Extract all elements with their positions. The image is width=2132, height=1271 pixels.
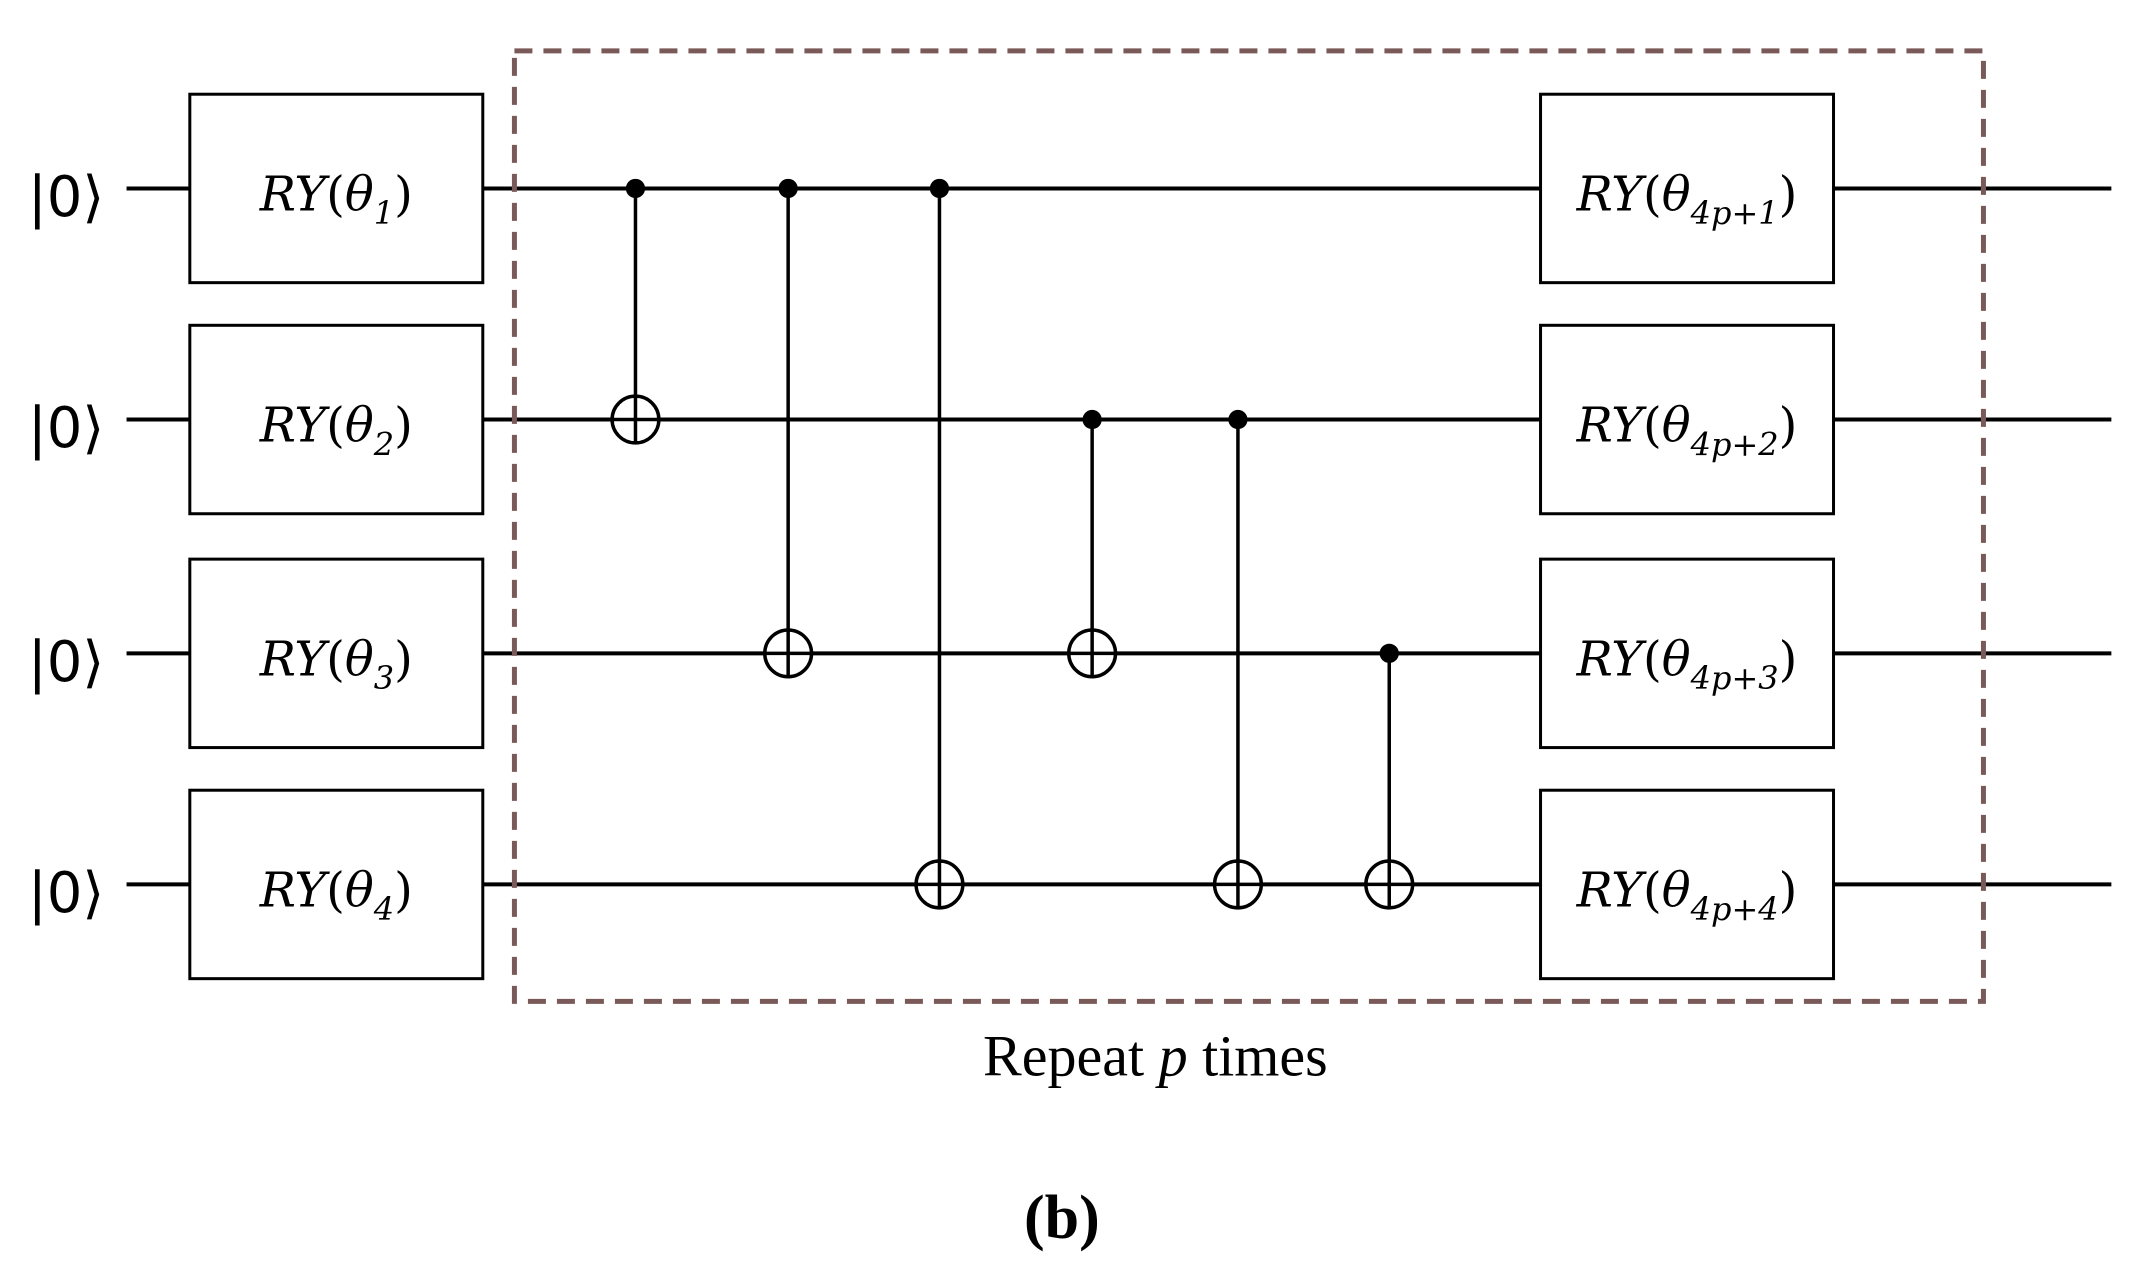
ry-gate-initial-2-label: RY(θ2)	[259, 398, 413, 464]
control-dot	[929, 178, 950, 199]
ry-gate-final-3-box	[1539, 557, 1836, 750]
control-dot	[625, 178, 646, 199]
ry-gate-initial-2-box	[188, 323, 485, 516]
cnot-gate-1	[610, 178, 661, 445]
initial-state-ket-4: |0⟩	[28, 861, 104, 926]
cnot-gates	[610, 178, 1415, 910]
ry-gate-final-4: RY(θ4p+4)	[1539, 788, 1836, 981]
ry-gate-final-3-label: RY(θ4p+3)	[1576, 631, 1798, 697]
ry-gate-final-4-box	[1539, 788, 1836, 981]
control-dot	[1228, 409, 1248, 430]
ry-gate-initial-1-box	[188, 92, 485, 285]
control-dot	[1379, 643, 1399, 663]
repeat-dashed-border	[511, 48, 1986, 1004]
figure-label: (b)	[1024, 1184, 1100, 1252]
ry-gate-final-1-box	[1539, 92, 1836, 285]
cnot-gate-2	[763, 178, 814, 679]
ry-gate-final-1: RY(θ4p+1)	[1539, 92, 1836, 285]
ry-gate-final-2-box	[1539, 323, 1836, 516]
ry-gate-initial-2: RY(θ2)	[188, 323, 485, 516]
cnot-gate-3	[914, 178, 965, 910]
control-dot	[1082, 409, 1102, 430]
initial-states: |0⟩ |0⟩ |0⟩ |0⟩	[28, 165, 104, 926]
captions: Repeat p times (b)	[983, 1024, 1328, 1252]
cnot-gate-6	[1364, 643, 1415, 910]
repeat-block	[511, 48, 1986, 1004]
ry-gate-initial-3: RY(θ3)	[188, 557, 485, 750]
initial-state-ket-2: |0⟩	[28, 396, 104, 461]
initial-state-ket-1: |0⟩	[28, 165, 104, 230]
ry-gate-initial-4: RY(θ4)	[188, 788, 485, 981]
ry-gate-final-3: RY(θ4p+3)	[1539, 557, 1836, 750]
ry-gate-final-2: RY(θ4p+2)	[1539, 323, 1836, 516]
ry-gate-initial-3-label: RY(θ3)	[259, 631, 413, 697]
qubit-wires	[126, 186, 2112, 887]
ry-gate-final-4-label: RY(θ4p+4)	[1576, 862, 1798, 928]
repeat-caption: Repeat p times	[983, 1024, 1328, 1089]
cnot-gate-4	[1067, 409, 1118, 679]
ry-gate-initial-3-box	[188, 557, 485, 750]
ry-gate-final-2-label: RY(θ4p+2)	[1576, 398, 1798, 464]
rotation-gates: RY(θ1) RY(θ2) RY(θ3) RY(θ4) RY(θ4p+1) RY(θ4p+…	[188, 92, 1836, 981]
initial-state-ket-3: |0⟩	[28, 630, 104, 695]
cnot-gate-5	[1212, 409, 1264, 910]
control-dot	[778, 178, 798, 199]
ry-gate-initial-1: RY(θ1)	[188, 92, 485, 285]
ry-gate-initial-1-label: RY(θ1)	[259, 166, 413, 232]
ry-gate-initial-4-label: RY(θ4)	[259, 862, 413, 928]
ry-gate-initial-4-box	[188, 788, 485, 981]
ry-gate-final-1-label: RY(θ4p+1)	[1576, 166, 1798, 232]
